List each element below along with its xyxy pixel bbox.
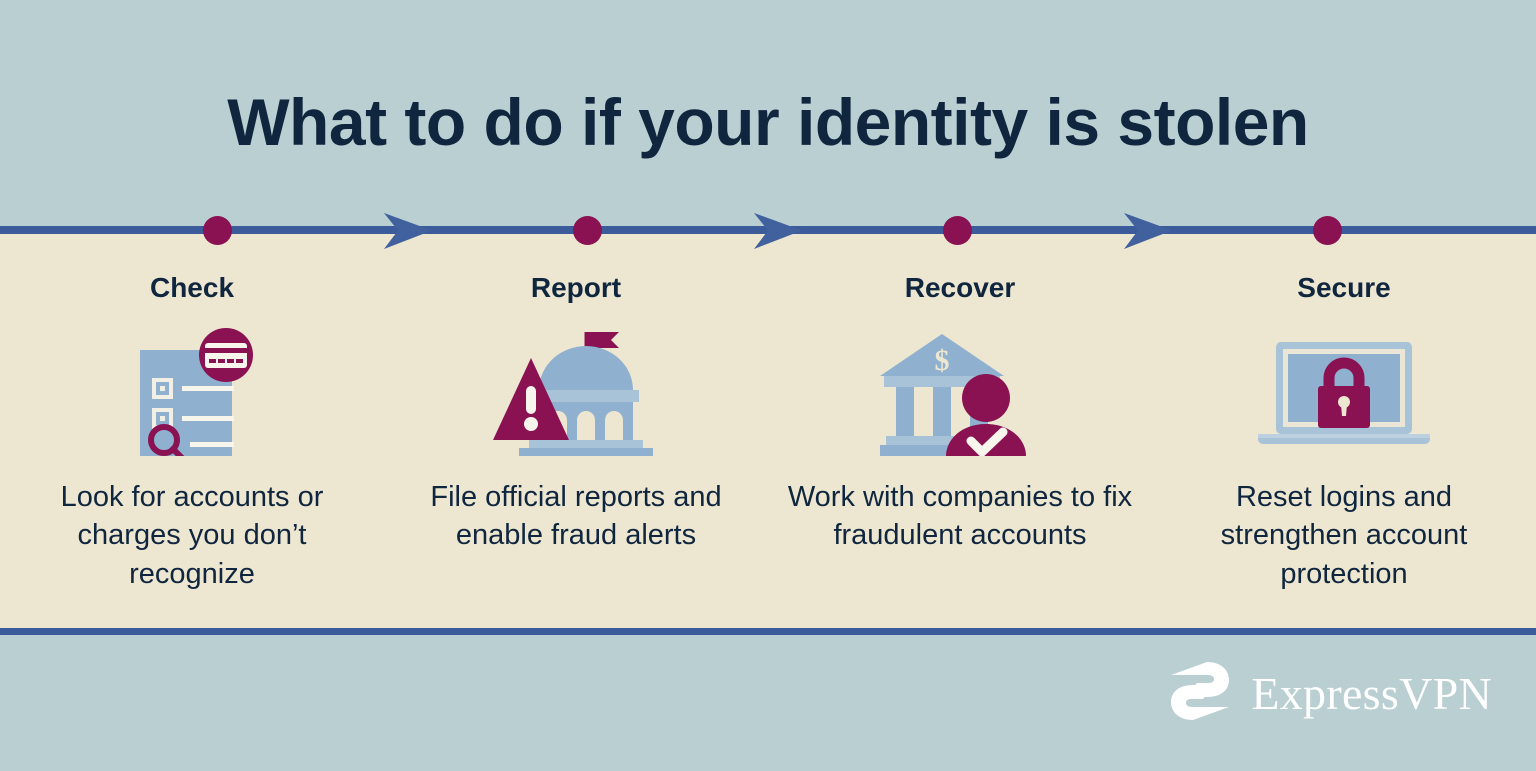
step-column-secure: Secure Reset logins and stre bbox=[1152, 234, 1536, 628]
step-column-recover: Recover $ W bbox=[768, 234, 1152, 628]
timeline-arrow-3 bbox=[1118, 211, 1178, 251]
step-description-check: Look for accounts or charges you don’t r… bbox=[60, 481, 324, 590]
expressvpn-e-mark-icon bbox=[1167, 660, 1233, 727]
step-description-secure: Reset logins and strengthen account prot… bbox=[1220, 481, 1468, 590]
step-label-recover: Recover bbox=[904, 272, 1016, 303]
laptop-padlock-icon bbox=[1254, 326, 1434, 456]
step-label-report: Report bbox=[530, 272, 622, 303]
bank-person-verified-icon: $ bbox=[880, 326, 1040, 456]
step-column-report: Report bbox=[384, 234, 768, 628]
step-label-check: Check bbox=[149, 272, 235, 303]
timeline-dot-4 bbox=[1313, 216, 1342, 245]
document-checklist-magnifier-creditcard-icon bbox=[122, 326, 262, 456]
svg-text:$: $ bbox=[935, 344, 950, 377]
page-title: What to do if your identity is stolen bbox=[227, 85, 1309, 159]
divider-rule-bottom bbox=[0, 628, 1536, 635]
step-column-check: Check bbox=[0, 234, 384, 628]
step-description-report: File official reports and enable fraud a… bbox=[430, 481, 722, 552]
step-description-recover: Work with companies to fix fraudulent ac… bbox=[787, 481, 1133, 552]
government-building-warning-triangle-icon bbox=[491, 326, 661, 456]
top-background-band bbox=[0, 0, 1536, 228]
timeline-arrow-2 bbox=[748, 211, 808, 251]
step-label-secure: Secure bbox=[1297, 272, 1391, 303]
timeline-dot-2 bbox=[573, 216, 602, 245]
timeline-dot-3 bbox=[943, 216, 972, 245]
footer-background-band bbox=[0, 635, 1536, 771]
timeline-dot-1 bbox=[203, 216, 232, 245]
expressvpn-logo: ExpressVPN bbox=[1167, 660, 1492, 727]
timeline-arrow-1 bbox=[378, 211, 438, 251]
steps-container: Check bbox=[0, 234, 1536, 628]
expressvpn-wordmark: ExpressVPN bbox=[1251, 667, 1492, 719]
